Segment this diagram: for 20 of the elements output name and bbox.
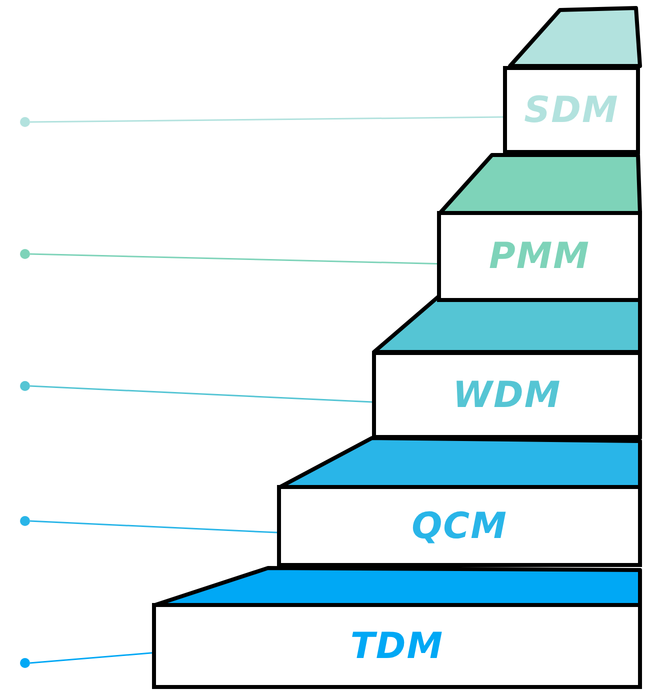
leader-line	[30, 385, 372, 403]
step-label: PMM	[488, 236, 590, 277]
leader-line	[30, 253, 438, 265]
bullet-dot	[20, 249, 30, 259]
stair-step	[437, 211, 642, 302]
step-label: WDM	[452, 374, 562, 416]
bullet-dot	[20, 381, 30, 391]
stair-step	[372, 351, 642, 439]
step-label: TDM	[350, 626, 444, 666]
leader-line	[30, 652, 152, 664]
stair-step	[152, 603, 642, 689]
bullet-dot	[20, 658, 30, 668]
leader-line	[30, 116, 503, 123]
stair-step	[277, 485, 642, 567]
stair-step	[503, 66, 640, 154]
leader-line	[30, 520, 278, 534]
bullet-dot	[20, 117, 30, 127]
bullet-dot	[20, 516, 30, 526]
step-label: QCM	[412, 506, 508, 546]
step-label: SDM	[524, 90, 619, 130]
